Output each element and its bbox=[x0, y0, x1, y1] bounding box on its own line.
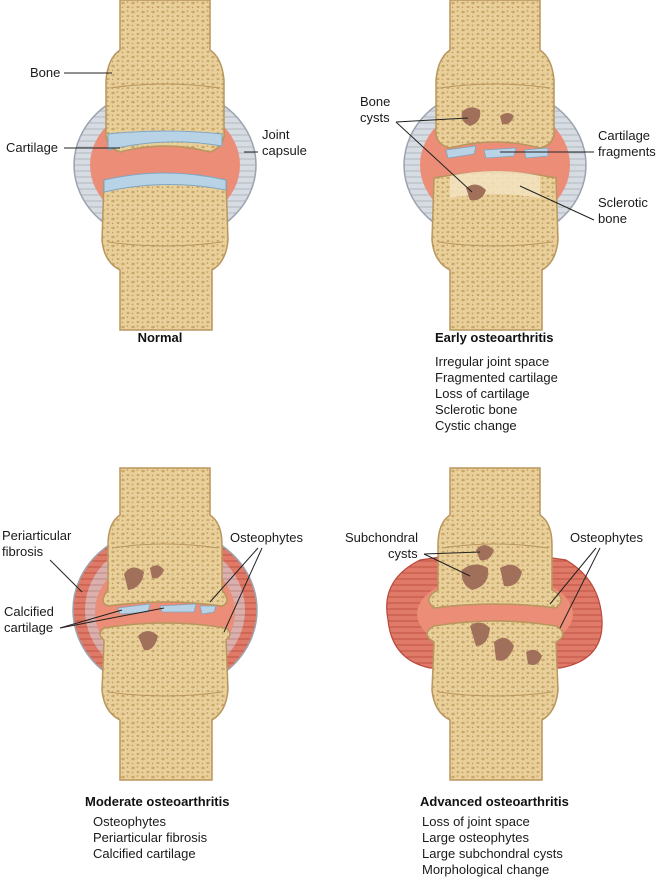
calcified-cartilage bbox=[117, 603, 217, 615]
upper-bone bbox=[102, 467, 228, 607]
moderate-feature-list: Osteophytes Periarticular fibrosis Calci… bbox=[93, 814, 208, 861]
bone-cyst bbox=[470, 622, 490, 646]
feature-item: Morphological change bbox=[422, 862, 549, 877]
label-calcified-cartilage-1: Calcified bbox=[4, 604, 54, 619]
label-sclerotic-bone-2: bone bbox=[598, 211, 627, 226]
panel-early: Bone cysts Cartilage fragments Sclerotic… bbox=[360, 0, 656, 433]
early-feature-list: Irregular joint space Fragmented cartila… bbox=[435, 354, 558, 433]
label-bone: Bone bbox=[30, 65, 60, 80]
lower-bone bbox=[101, 173, 229, 331]
label-bone-cysts-2: cysts bbox=[360, 110, 390, 125]
bone-cyst bbox=[500, 113, 514, 125]
upper-cartilage bbox=[107, 130, 223, 151]
title-moderate: Moderate osteoarthritis bbox=[85, 794, 229, 809]
lower-bone bbox=[99, 622, 231, 781]
feature-item: Large subchondral cysts bbox=[422, 846, 563, 861]
bone-cyst bbox=[124, 567, 144, 590]
feature-item: Large osteophytes bbox=[422, 830, 529, 845]
label-osteophytes-advanced: Osteophytes bbox=[570, 530, 643, 545]
bone-cyst bbox=[461, 564, 489, 590]
bone-cyst bbox=[150, 565, 164, 579]
feature-item: Sclerotic bone bbox=[435, 402, 517, 417]
lower-cartilage bbox=[103, 172, 227, 193]
label-cartilage-fragments-1: Cartilage bbox=[598, 128, 650, 143]
label-cartilage-fragments-2: fragments bbox=[598, 144, 656, 159]
bone-cyst bbox=[138, 631, 158, 651]
panel-normal: Bone Cartilage Joint capsule Normal bbox=[6, 0, 307, 345]
upper-bone bbox=[435, 0, 555, 149]
feature-item: Cystic change bbox=[435, 418, 517, 433]
bone-cyst bbox=[461, 107, 481, 126]
title-normal: Normal bbox=[138, 330, 183, 345]
upper-bone bbox=[428, 467, 562, 609]
label-sclerotic-bone-1: Sclerotic bbox=[598, 195, 648, 210]
label-bone-cysts-1: Bone bbox=[360, 94, 390, 109]
label-joint-capsule-1: Joint bbox=[262, 127, 290, 142]
feature-item: Periarticular fibrosis bbox=[93, 830, 208, 845]
panel-moderate: Periarticular fibrosis Calcified cartila… bbox=[2, 467, 303, 861]
panel-advanced: Subchondral cysts Osteophytes Advanced o… bbox=[345, 467, 643, 877]
label-calcified-cartilage-2: cartilage bbox=[4, 620, 53, 635]
bone-cyst bbox=[466, 184, 486, 201]
feature-item: Irregular joint space bbox=[435, 354, 549, 369]
label-periarticular-fibrosis-2: fibrosis bbox=[2, 544, 44, 559]
feature-item: Loss of cartilage bbox=[435, 386, 530, 401]
label-cartilage: Cartilage bbox=[6, 140, 58, 155]
bone-cyst bbox=[526, 649, 542, 665]
bone-cyst bbox=[476, 545, 494, 561]
feature-item: Calcified cartilage bbox=[93, 846, 196, 861]
feature-item: Fragmented cartilage bbox=[435, 370, 558, 385]
feature-item: Osteophytes bbox=[93, 814, 166, 829]
upper-bone bbox=[105, 0, 225, 153]
bone-cyst bbox=[500, 564, 522, 587]
label-periarticular-fibrosis-1: Periarticular bbox=[2, 528, 72, 543]
feature-item: Loss of joint space bbox=[422, 814, 530, 829]
label-joint-capsule-2: capsule bbox=[262, 143, 307, 158]
title-early: Early osteoarthritis bbox=[435, 330, 554, 345]
cartilage-fragments bbox=[445, 145, 549, 159]
advanced-feature-list: Loss of joint space Large osteophytes La… bbox=[422, 814, 563, 877]
title-advanced: Advanced osteoarthritis bbox=[420, 794, 569, 809]
label-osteophytes-moderate: Osteophytes bbox=[230, 530, 303, 545]
bone-cyst bbox=[494, 637, 514, 661]
label-subchondral-cysts-2: cysts bbox=[388, 546, 418, 561]
label-subchondral-cysts-1: Subchondral bbox=[345, 530, 418, 545]
